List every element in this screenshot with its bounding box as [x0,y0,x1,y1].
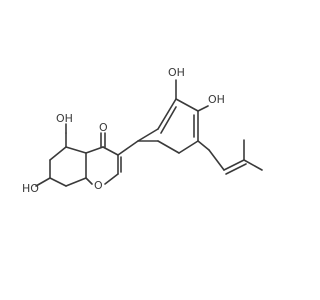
aryl-link-bond [117,140,139,156]
chemical-structure: OH O O HO OH OH [22,66,263,195]
structure-canvas: OH O O HO OH OH [22,66,263,195]
catechol-hydroxyl-bonds [175,79,209,112]
ring-oxygen-label: O [94,179,103,192]
hydroxyl-label: HO [22,182,39,195]
catechol-ring [137,98,199,154]
hydroxyl-label: OH [208,93,225,106]
hydroxyl-label: OH [168,66,185,79]
hydroxyl-label: OH [56,112,73,125]
left-hydroxyl-bonds [35,123,67,187]
cyclohexane-ring [49,132,87,187]
ketone-oxygen-label: O [99,121,108,134]
prenyl-chain [197,139,263,175]
pyranone-ring [85,132,122,185]
